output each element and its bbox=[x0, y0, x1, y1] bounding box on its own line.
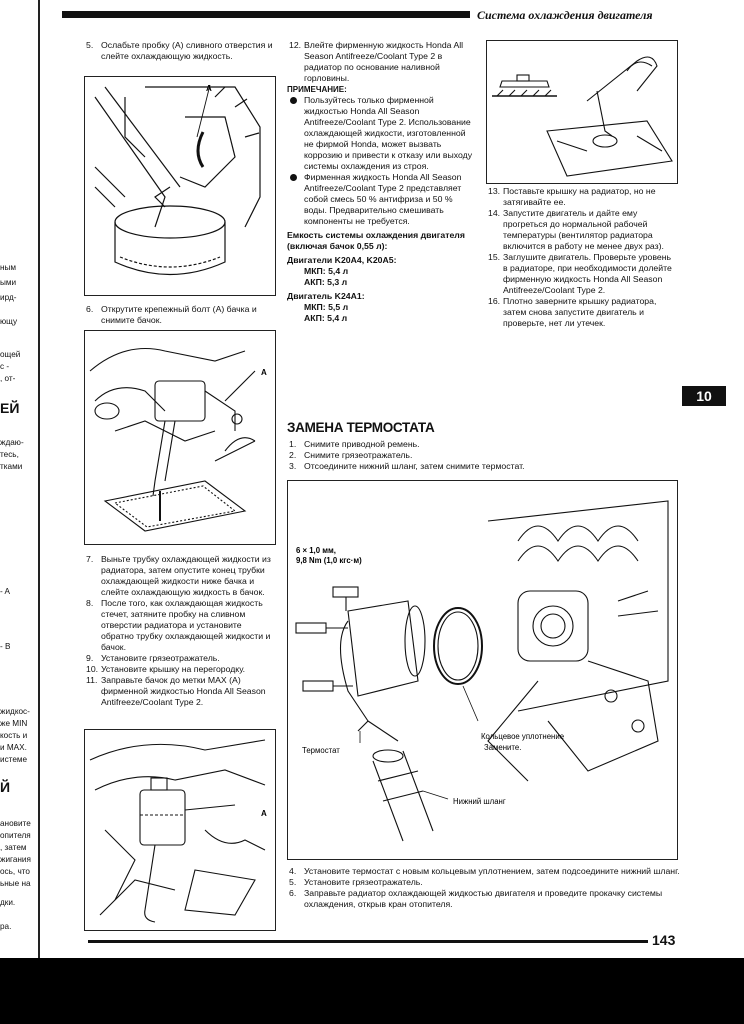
left-edge-fragment: кость и bbox=[0, 731, 28, 740]
label-lower-hose: Нижний шланг bbox=[453, 797, 506, 806]
left-edge-fragment: ра. bbox=[0, 922, 12, 931]
left-edge-fragment: дки. bbox=[0, 898, 16, 907]
left-edge-fragment: ановите bbox=[0, 819, 31, 828]
step-item: 9.Установите грязеотражатель. bbox=[86, 653, 220, 663]
left-edge-fragment: ждаю- bbox=[0, 438, 24, 447]
engine-1-spec-mt: МКП: 5,4 л bbox=[304, 266, 349, 276]
step-item: 11.Заправьте бачок до метки MAX (A) фирм… bbox=[86, 675, 266, 707]
col2-text: 12.Влейте фирменную жидкость Honda All S… bbox=[287, 40, 473, 323]
left-edge-fragment: ось, что bbox=[0, 867, 30, 876]
label-oring: Кольцевое уплотнение bbox=[481, 732, 564, 741]
col3-steps-13-16: 13.Поставьте крышку на радиатор, но не з… bbox=[486, 186, 678, 329]
step-item: 14.Запустите двигатель и дайте ему прогр… bbox=[488, 208, 664, 251]
label-thermostat: Термостат bbox=[302, 746, 340, 755]
left-edge-fragment: - A bbox=[0, 587, 11, 596]
bolt-spec-torque: 9,8 Nm (1,0 кгс·м) bbox=[296, 556, 362, 565]
note-bullet-1: Пользуйтесь только фирменной жидкостью H… bbox=[287, 95, 473, 172]
figure-reservoir-fill: A bbox=[84, 729, 276, 931]
label-oring-replace: Замените. bbox=[484, 743, 521, 752]
step-item: 5.Установите грязеотражатель. bbox=[289, 877, 423, 887]
left-edge-fragment: ирд- bbox=[0, 293, 17, 302]
step-item: 1.Снимите приводной ремень. bbox=[289, 439, 420, 449]
col1-step-6: 6.Открутите крепежный болт (А) бачка и с… bbox=[86, 304, 257, 325]
engine-2-spec-mt: МКП: 5,5 л bbox=[304, 302, 349, 312]
step-item: 8.После того, как охлаждающая жидкость с… bbox=[86, 598, 271, 652]
left-edge-fragment: опителя bbox=[0, 831, 31, 840]
engine-2: Двигатель K24A1: bbox=[287, 291, 365, 301]
figure-label-a: A bbox=[261, 809, 267, 818]
left-edge-fragment: истеме bbox=[0, 755, 28, 764]
left-edge-fragment: ющу bbox=[0, 317, 18, 326]
step-item: 7.Выньте трубку охлаждающей жидкости из … bbox=[86, 554, 271, 597]
step-item: 6.Заправьте радиатор охлаждающей жидкост… bbox=[289, 888, 663, 909]
step-item: 10.Установите крышку на перегородку. bbox=[86, 664, 246, 674]
left-edge-fragment: , от- bbox=[0, 374, 16, 383]
step-item: 13.Поставьте крышку на радиатор, но не з… bbox=[488, 186, 656, 207]
footer-rule bbox=[88, 940, 648, 943]
engine-1: Двигатели K20A4, K20A5: bbox=[287, 255, 397, 265]
figure-label-a: A bbox=[206, 84, 212, 93]
step-item: 3.Отсоедините нижний шланг, затем снимит… bbox=[289, 461, 525, 471]
step-item: 15.Заглушите двигатель. Проверьте уровен… bbox=[488, 252, 672, 295]
col1-steps-7-11: 7.Выньте трубку охлаждающей жидкости из … bbox=[84, 554, 276, 708]
section-title: ЗАМЕНА ТЕРМОСТАТА bbox=[287, 420, 435, 435]
note-bullet-2: Фирменная жидкость Honda All Season Anti… bbox=[287, 172, 473, 227]
page-header-title: Система охлаждения двигателя bbox=[477, 8, 653, 22]
left-page-divider bbox=[38, 0, 40, 958]
left-edge-fragment: же MIN bbox=[0, 719, 28, 728]
note-title: ПРИМЕЧАНИЕ: bbox=[287, 85, 347, 94]
left-edge-fragment: тесь, bbox=[0, 450, 19, 459]
figure-radiator-drain: A bbox=[84, 76, 276, 296]
left-edge-fragment: с - bbox=[0, 362, 10, 371]
figure-thermostat-assembly: 6 × 1,0 мм, 9,8 Nm (1,0 кгс·м) Термостат… bbox=[287, 480, 678, 860]
left-edge-fragment: - B bbox=[0, 642, 11, 651]
bolt-spec-size: 6 × 1,0 мм, bbox=[296, 546, 336, 555]
engine-2-spec-at: АКП: 5,4 л bbox=[304, 313, 348, 323]
left-edge-fragment: ЕЙ bbox=[0, 400, 20, 416]
chapter-tab: 10 bbox=[682, 386, 726, 406]
left-edge-fragment: ощей bbox=[0, 350, 21, 359]
left-edge-fragment: ыми bbox=[0, 278, 17, 287]
left-edge-fragment: и MAX. bbox=[0, 743, 27, 752]
col1-step-5: 5.Ослабьте пробку (А) сливного отверстия… bbox=[86, 40, 273, 61]
left-edge-fragment: жигания bbox=[0, 855, 31, 864]
left-edge-fragment: жидкос- bbox=[0, 707, 30, 716]
engine-1-spec-at: АКП: 5,3 л bbox=[304, 277, 348, 287]
left-edge-fragment: тками bbox=[0, 462, 23, 471]
capacity-title: Емкость системы охлаждения двигателя (вк… bbox=[287, 230, 465, 251]
header-rule bbox=[62, 11, 470, 18]
left-edge-fragment: , затем bbox=[0, 843, 27, 852]
step-item: 2.Снимите грязеотражатель. bbox=[289, 450, 413, 460]
left-edge-fragment: Й bbox=[0, 779, 11, 795]
step-item: 4.Установите термостат с новым кольцевым… bbox=[289, 866, 680, 876]
left-edge-fragment: ным bbox=[0, 263, 17, 272]
scan-bottom-margin bbox=[0, 958, 744, 1024]
figure-radiator-fill bbox=[486, 40, 678, 184]
thermostat-steps-1-3: 1.Снимите приводной ремень.2.Снимите гря… bbox=[287, 439, 667, 472]
thermostat-steps-4-6: 4.Установите термостат с новым кольцевым… bbox=[287, 866, 687, 910]
figure-reservoir-removal: A bbox=[84, 330, 276, 545]
figure-label-a: A bbox=[261, 368, 267, 377]
step-item: 16.Плотно заверните крышку радиатора, за… bbox=[488, 296, 657, 328]
page-number: 143 bbox=[652, 932, 676, 948]
left-edge-fragment: ьные на bbox=[0, 879, 31, 888]
